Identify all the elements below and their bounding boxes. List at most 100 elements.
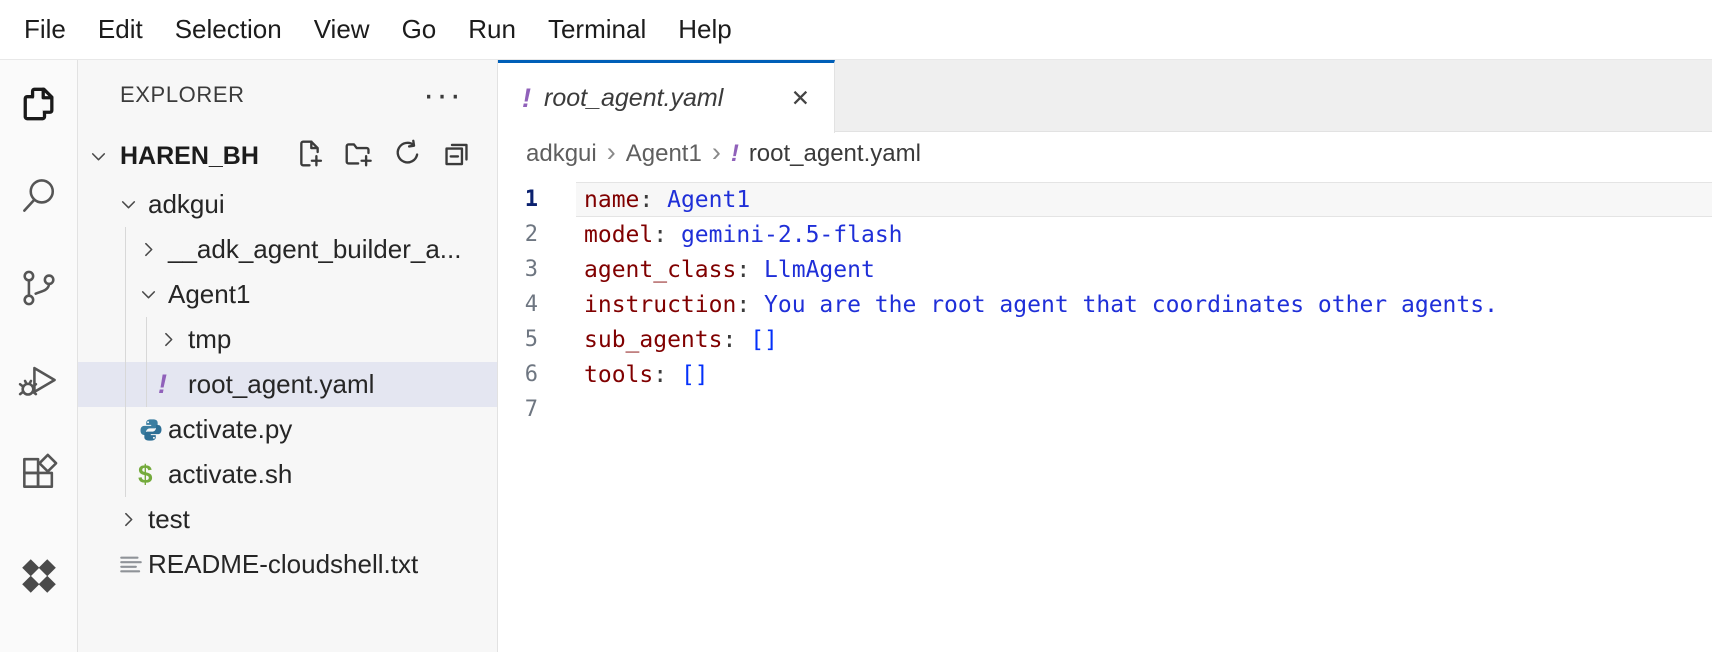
tree-item-tmp[interactable]: tmp [78,317,497,362]
files-icon[interactable] [17,82,61,126]
code-editor[interactable]: 1 name: Agent1 2 model: gemini-2.5-flash 3 ag… [498,176,1712,652]
more-actions-icon[interactable]: ··· [423,76,463,114]
code-line-6[interactable]: 6 tools: [] [498,357,1712,392]
source-control-icon[interactable] [17,266,61,310]
line-content[interactable]: instruction: You are the root agent that… [576,287,1712,322]
menu-bar: File Edit Selection View Go Run Terminal Help [0,0,1712,60]
new-file-icon[interactable] [295,139,324,173]
token-key: instruction [584,291,737,318]
chevron-down-icon [138,284,168,305]
diamonds-icon[interactable] [17,554,61,598]
line-number: 6 [524,362,538,387]
tree-item-label: root_agent.yaml [188,369,375,399]
search-icon[interactable] [17,174,61,218]
menu-go[interactable]: Go [401,14,437,44]
breadcrumb-agent1[interactable]: Agent1 [625,140,702,167]
token-punct: : [653,221,681,248]
token-val: gemini-2.5-flash [680,221,903,248]
line-content[interactable]: tools: [] [576,357,1712,392]
token-punct: : [736,256,765,283]
menu-file[interactable]: File [24,14,66,44]
code-line-3[interactable]: 3 agent_class: LlmAgent [498,252,1712,287]
file-tree: adkgui __adk_agent_builder_a... Agent1 tmp!… [78,182,497,652]
line-content[interactable]: agent_class: LlmAgent [576,252,1712,287]
line-content[interactable] [576,392,1712,427]
tree-item-readme-cloudshell-txt[interactable]: README-cloudshell.txt [78,542,497,587]
tree-item-label: __adk_agent_builder_a... [168,234,462,264]
chevron-right-icon [158,329,188,350]
menu-run[interactable]: Run [468,14,516,44]
menu-selection[interactable]: Selection [174,14,282,44]
breadcrumb-file[interactable]: root_agent.yaml [748,140,921,167]
token-key: tools [584,361,654,388]
workspace-actions [295,139,471,173]
line-number: 3 [524,257,538,282]
explorer-sidebar: EXPLORER ··· HAREN_BH adkgui __adk_agent_… [78,60,498,652]
menu-help[interactable]: Help [678,14,732,44]
editor-group: ! root_agent.yaml ✕ adkgui›Agent1›!root_… [498,60,1712,652]
breadcrumb: adkgui›Agent1›!root_agent.yaml [498,132,1712,176]
tree-item-activate-sh[interactable]: $ activate.sh [78,452,497,497]
line-content[interactable]: model: gemini-2.5-flash [576,217,1712,252]
token-key: name [584,186,640,213]
tree-item-label: adkgui [148,189,225,219]
workspace-name: HAREN_BH [120,141,259,170]
yaml-file-icon: ! [730,140,739,167]
close-tab-icon[interactable]: ✕ [790,84,810,111]
extensions-icon[interactable] [17,450,61,494]
workbench: EXPLORER ··· HAREN_BH adkgui __adk_agent_… [0,60,1712,652]
explorer-title: EXPLORER [120,82,245,107]
tab-root-agent-yaml[interactable]: ! root_agent.yaml ✕ [498,60,835,133]
menu-terminal[interactable]: Terminal [547,14,647,44]
explorer-header: EXPLORER ··· [78,60,497,130]
token-bracket: [] [680,361,709,388]
text-file-icon [118,552,148,578]
token-punct: : [639,186,668,213]
refresh-icon[interactable] [393,139,422,173]
shell-icon: $ [138,459,153,489]
new-folder-icon[interactable] [344,139,373,173]
tree-item-agent1[interactable]: Agent1 [78,272,497,317]
yaml-icon: ! [158,369,167,399]
token-key: model [584,221,654,248]
tree-item-test[interactable]: test [78,497,497,542]
line-number: 4 [524,292,538,317]
line-number: 7 [524,397,538,422]
token-key: sub_agents [584,326,723,353]
tab-title: root_agent.yaml [544,83,724,112]
code-line-1[interactable]: 1 name: Agent1 [498,182,1712,217]
activity-bar [0,60,78,652]
line-content[interactable]: name: Agent1 [576,182,1712,217]
code-line-2[interactable]: 2 model: gemini-2.5-flash [498,217,1712,252]
token-bracket: [] [750,326,778,353]
run-debug-icon[interactable] [17,358,61,402]
tree-item-root-agent-yaml[interactable]: ! root_agent.yaml [78,362,497,407]
menu-edit[interactable]: Edit [97,14,143,44]
tree-item-label: activate.sh [168,459,293,489]
line-content[interactable]: sub_agents: [] [576,322,1712,357]
chevron-down-icon [88,146,118,167]
chevron-down-icon [118,194,148,215]
menu-view[interactable]: View [313,14,370,44]
line-number: 2 [524,222,538,247]
tree-item-label: Agent1 [168,279,251,309]
code-line-4[interactable]: 4 instruction: You are the root agent tha… [498,287,1712,322]
breadcrumb-separator: › [606,136,616,167]
tree-item-label: README-cloudshell.txt [148,549,419,579]
token-punct: : [722,326,751,353]
code-line-7[interactable]: 7 [498,392,1712,427]
yaml-file-icon: ! [522,82,531,113]
token-punct: : [653,361,681,388]
tab-bar: ! root_agent.yaml ✕ [498,60,1712,133]
breadcrumb-adkgui[interactable]: adkgui [526,140,597,167]
tree-item-activate-py[interactable]: activate.py [78,407,497,452]
python-icon [138,417,168,443]
collapse-all-icon[interactable] [442,139,471,173]
workspace-root-row[interactable]: HAREN_BH [78,130,497,182]
line-number: 1 [524,187,538,212]
tree-item-label: activate.py [168,414,293,444]
tree-item-adkgui[interactable]: adkgui [78,182,497,227]
token-val: LlmAgent [764,256,875,283]
tree-item--adk-agent-builder-a-[interactable]: __adk_agent_builder_a... [78,227,497,272]
